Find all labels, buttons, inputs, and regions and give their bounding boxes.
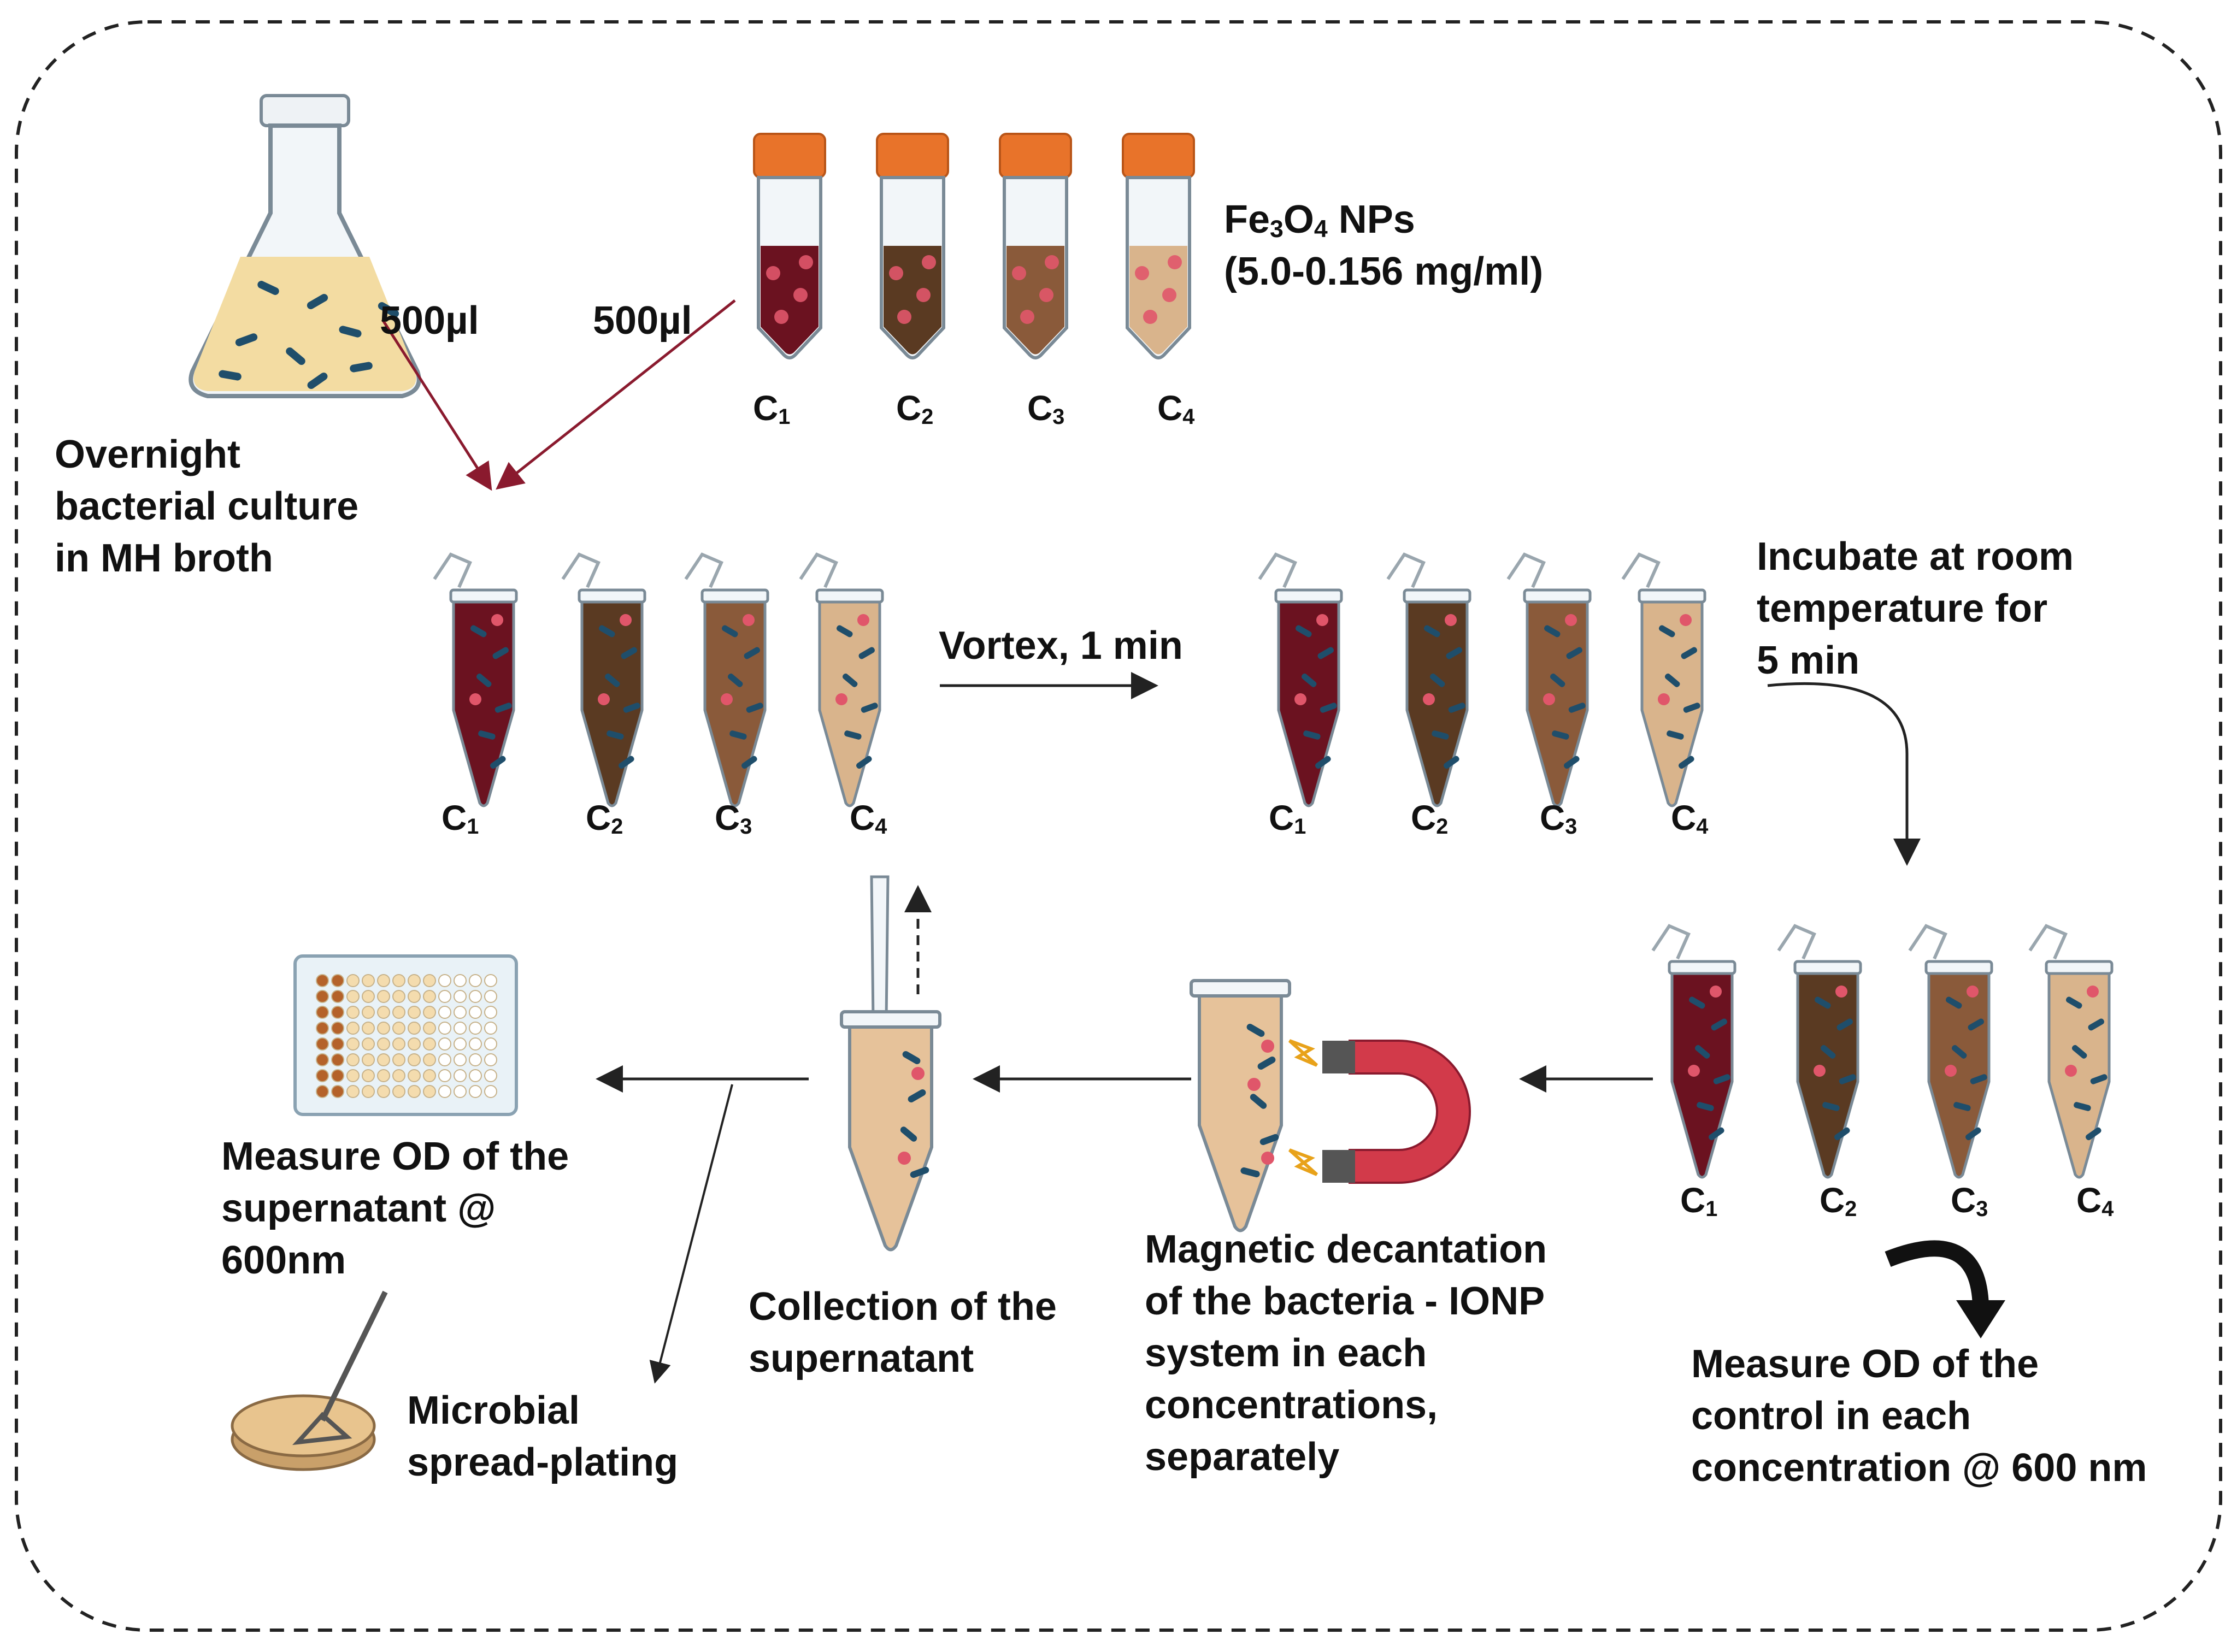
falcon-tube-icon — [753, 133, 826, 359]
concentration-label-c1: C1 — [753, 388, 791, 429]
concentration-label-c3: C3 — [1027, 388, 1065, 429]
falcon-tube-icon — [876, 133, 949, 359]
vortex-label: Vortex, 1 min — [939, 624, 1183, 668]
petri-dish-icon — [231, 1290, 388, 1471]
measure-control-arrow — [1885, 1240, 1989, 1306]
eppendorf-tube-icon — [561, 552, 646, 807]
collection-tube-icon — [840, 1010, 941, 1252]
concentration-label-c2: C2 — [1411, 798, 1449, 839]
incubate-arrow — [1767, 682, 1921, 866]
culture-volume-label: 500µl — [380, 299, 479, 343]
well-plate-icon — [293, 954, 518, 1116]
eppendorf-tube-icon — [1258, 552, 1343, 807]
magnet-icon — [1288, 1039, 1471, 1184]
falcon-tube-icon — [999, 133, 1072, 359]
eppendorf-tube-icon — [1777, 924, 1862, 1179]
concentration-label-c3: C3 — [1540, 798, 1577, 839]
concentration-label-c3: C3 — [715, 798, 752, 839]
eppendorf-tube-icon — [433, 552, 518, 807]
to-spread-arrow — [649, 1084, 733, 1384]
eppendorf-tube-icon — [1506, 552, 1592, 807]
eppendorf-tube-icon — [1621, 552, 1706, 807]
concentration-label-c1: C1 — [1269, 798, 1306, 839]
concentration-label-c1: C1 — [1680, 1181, 1718, 1222]
concentration-label-c2: C2 — [1820, 1181, 1857, 1222]
eppendorf-tube-icon — [1386, 552, 1471, 807]
concentration-label-c4: C4 — [1157, 388, 1195, 429]
eppendorf-tube-icon — [2028, 924, 2114, 1179]
nps-formula: Fe3O4 NPs — [1224, 198, 1415, 243]
eppendorf-tube-icon — [1651, 924, 1736, 1179]
concentration-label-c1: C1 — [441, 798, 479, 839]
nps-label: Fe3O4 NPs (5.0-0.156 mg/ml) — [1224, 194, 1543, 298]
nps-arrow — [496, 299, 736, 490]
concentration-label-c4: C4 — [1671, 798, 1709, 839]
nps-volume-label: 500µl — [593, 299, 692, 343]
concentration-label-c4: C4 — [850, 798, 887, 839]
flask-icon — [189, 94, 421, 398]
culture-arrow — [381, 318, 492, 491]
concentration-label-c2: C2 — [896, 388, 934, 429]
dashed-border — [15, 20, 2222, 1632]
concentration-label-c2: C2 — [586, 798, 623, 839]
concentration-label-c3: C3 — [1951, 1181, 1988, 1222]
falcon-tube-icon — [1122, 133, 1195, 359]
magnet-tube-icon — [1190, 979, 1291, 1232]
eppendorf-tube-icon — [684, 552, 769, 807]
eppendorf-tube-icon — [1908, 924, 1993, 1179]
eppendorf-tube-icon — [799, 552, 884, 807]
concentration-label-c4: C4 — [2076, 1181, 2114, 1222]
